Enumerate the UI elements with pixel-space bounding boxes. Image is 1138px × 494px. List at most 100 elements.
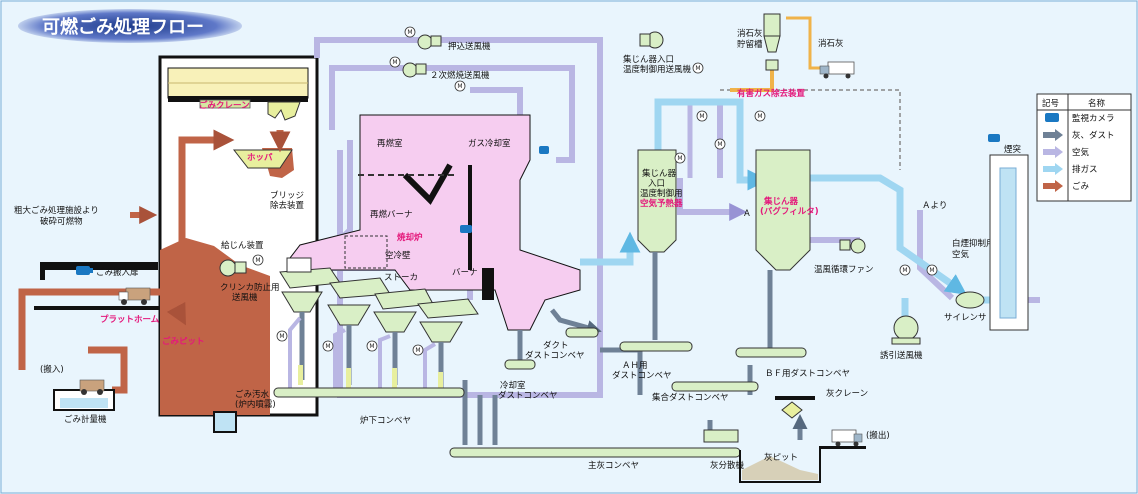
platform-label: プラットホーム	[100, 314, 160, 325]
ash-pit	[703, 396, 821, 483]
ah-dust-conveyor	[619, 341, 693, 352]
carry-door-camera-icon	[76, 266, 93, 275]
svg-text:M: M	[695, 65, 700, 72]
hopper-label: ホッパ	[247, 152, 273, 163]
ash-crane-label: 灰クレーン	[826, 388, 868, 399]
temp-fan-icon	[639, 31, 664, 49]
motor-valve-mark: M	[692, 62, 704, 74]
white-smoke-label-2: 空気	[952, 249, 970, 260]
scale-label: ごみ計量機	[64, 414, 107, 425]
circ-fan-icon	[839, 238, 866, 254]
motor-valve-mark: M	[412, 344, 424, 356]
motor-valve-mark: M	[366, 340, 378, 352]
harmful-gas-label: 有害ガス除去装置	[737, 88, 806, 99]
legend-item: 灰、ダスト	[1043, 129, 1115, 141]
motor-valve-mark: M	[454, 80, 466, 92]
reburn-room-label: 再燃室	[377, 138, 403, 149]
waste-water-label-1: ごみ汚水	[235, 389, 270, 400]
arrow-icon	[1043, 180, 1063, 192]
burner-label: バーナ	[452, 268, 478, 278]
svg-text:M: M	[392, 59, 397, 66]
bridge-label-1: ブリッジ	[270, 190, 304, 201]
preheater-label-1: 集じん器	[642, 168, 677, 179]
carry-door-label: ごみ搬入扉	[96, 267, 139, 278]
collect-dust-conveyor	[671, 381, 759, 392]
legend-header-symbol: 記号	[1042, 98, 1059, 109]
svg-text:M: M	[677, 155, 682, 162]
from-a-label: Ａより	[922, 201, 947, 211]
arrow-icon	[1043, 129, 1063, 141]
duct-conveyor-label-2: ダストコンベヤ	[525, 350, 585, 361]
clinker-fan-label-2: 送風機	[232, 292, 258, 303]
harmful-gas-line	[720, 89, 901, 170]
motor-valve-mark: M	[696, 110, 708, 122]
camera-icon	[1045, 113, 1059, 122]
push-fan-label: 押込送風機	[448, 41, 491, 52]
clinker-fan-icon	[219, 259, 247, 277]
svg-text:M: M	[407, 29, 412, 36]
feeder	[286, 257, 312, 273]
svg-text:M: M	[717, 141, 722, 148]
lime-silo-label-2: 貯留槽	[737, 39, 763, 50]
bf-dust-conveyor	[735, 347, 807, 358]
furnace-camera-icon	[460, 134, 1000, 233]
gas-cooler-label: ガス冷却室	[468, 138, 511, 149]
preheater-label-3: 温度制御用	[640, 188, 683, 199]
bridge-label-2: 除去装置	[270, 200, 305, 211]
stack-label: 煙突	[1004, 144, 1022, 155]
secondary-fan-label: ２次燃焼送風機	[430, 70, 490, 81]
bag-filter	[755, 149, 811, 271]
legend-item: 監視カメラ	[1045, 113, 1115, 124]
waste-pile	[160, 238, 270, 415]
motor-valve-mark: M	[714, 138, 726, 150]
stack	[989, 154, 1029, 331]
platform-floor	[34, 306, 160, 310]
duct-dust-conveyor	[565, 327, 599, 338]
waste-crane	[199, 99, 301, 121]
motor-valve-mark: M	[674, 152, 686, 164]
ash-pit-label: 灰ピット	[764, 452, 798, 463]
duct-conveyor-label-1: ダクト	[543, 340, 569, 351]
temp-fan-label-1: 集じん器入口	[623, 54, 674, 65]
push-fan-icon	[417, 34, 442, 50]
motor-valve-mark: M	[926, 264, 938, 276]
air-wall-label: 空冷壁	[385, 250, 411, 261]
collect-conveyor-label: 集合ダストコンベヤ	[652, 392, 729, 403]
svg-text:M: M	[369, 343, 374, 350]
ash-disperser-label: 灰分散機	[710, 460, 745, 471]
svg-text:M: M	[929, 267, 934, 274]
carry-in-label: (搬入)	[40, 364, 64, 375]
lime-truck-icon	[819, 61, 855, 79]
motor-valve-mark: M	[754, 110, 766, 122]
grate-hoppers	[281, 291, 463, 343]
waste-water-label-2: (炉内噴霧)	[235, 399, 276, 410]
arrow-icon	[1043, 146, 1063, 158]
cooler-conveyor-label-1: 冷却室	[500, 380, 526, 391]
preheater-label-4: 空気予熱器	[640, 198, 683, 209]
conveyors	[273, 327, 807, 458]
ah-conveyor-label-1: ＡＨ用	[622, 361, 648, 371]
furnace-conveyor-label: 炉下コンベヤ	[360, 415, 411, 426]
motor-valve-mark: M	[322, 340, 334, 352]
garbage-truck-icon	[118, 287, 151, 305]
legend-item: 空気	[1043, 146, 1090, 158]
bulky-label-1: 粗大ごみ処理施設より	[14, 205, 99, 216]
waste-flow-up	[178, 129, 235, 290]
lime-label: 消石灰	[818, 38, 844, 49]
legend-item-label: ごみ	[1072, 181, 1090, 192]
preheater-label-2: 入口	[648, 179, 665, 189]
reburn-burner-label: 再燃バーナ	[370, 209, 413, 220]
secondary-fan-icon	[402, 62, 427, 78]
stoker-grate	[279, 267, 479, 319]
main-ash-conveyor	[449, 447, 741, 458]
svg-text:M: M	[699, 113, 704, 120]
stoker-label: ストーカ	[384, 273, 418, 283]
cooler-conveyor-label-2: ダストコンベヤ	[498, 390, 558, 401]
legend-item: ごみ	[1043, 180, 1090, 192]
arrow-icon	[1043, 163, 1063, 175]
svg-text:M: M	[415, 347, 420, 354]
ash-truck-icon	[831, 429, 863, 447]
motor-valve-mark: M	[276, 330, 288, 342]
